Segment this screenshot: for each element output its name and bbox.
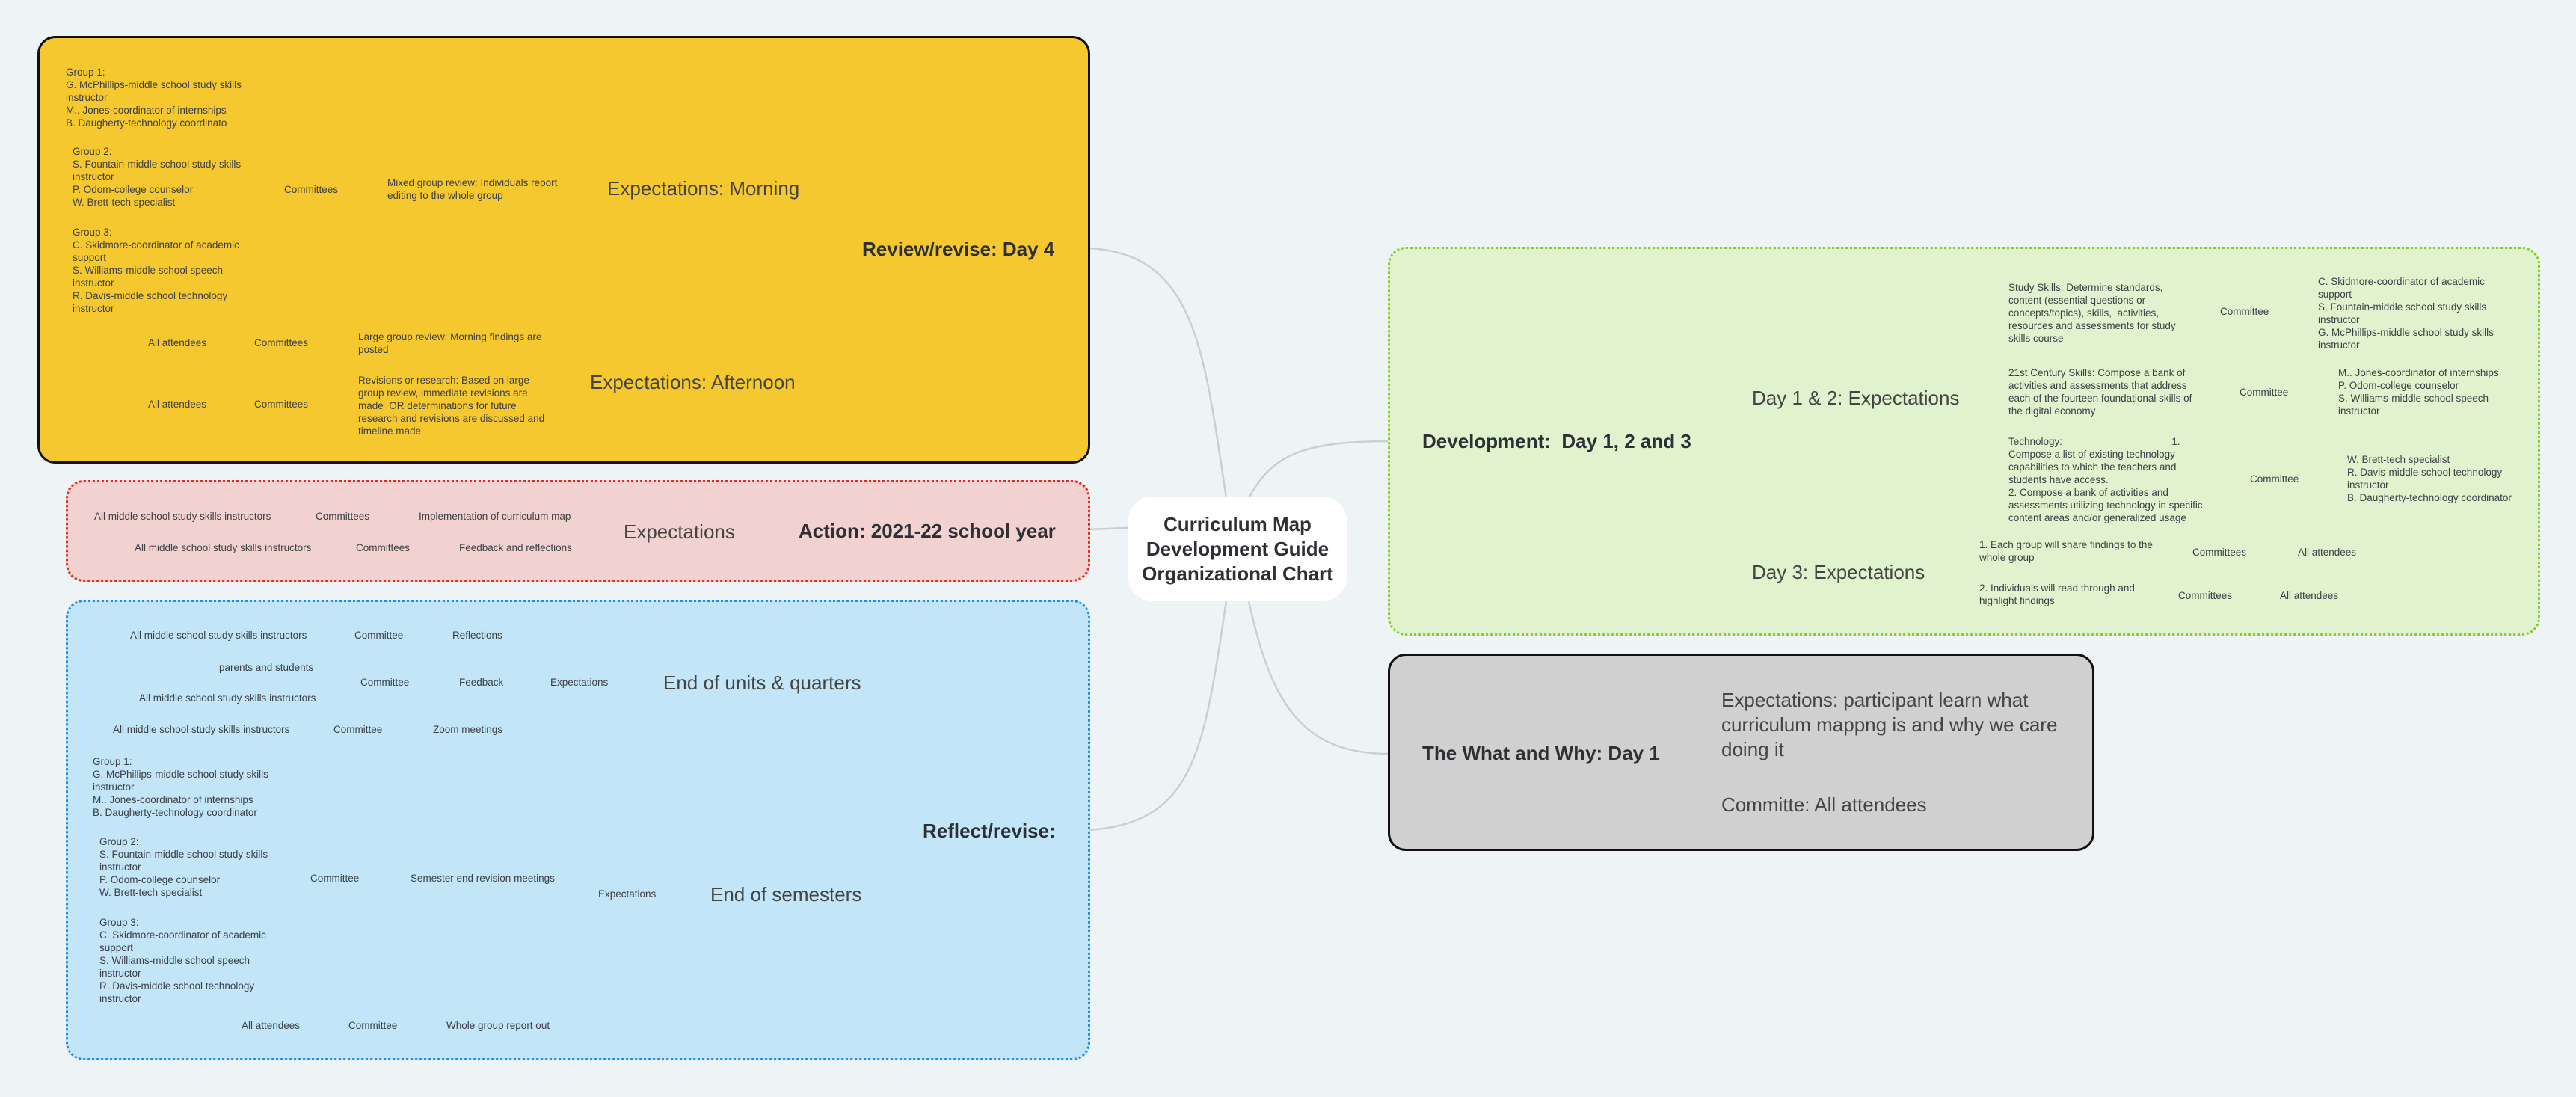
action-committees-1[interactable]: Committees: [316, 511, 370, 522]
day3-expectations[interactable]: Day 3: Expectations: [1752, 561, 1925, 583]
large-group-review[interactable]: Large group review: Morning findings are…: [358, 331, 542, 355]
implementation-of-curriculum-map[interactable]: Implementation of curriculum map: [419, 511, 571, 522]
dev-committees-2[interactable]: Committees: [2178, 590, 2233, 601]
what-why-title[interactable]: The What and Why: Day 1: [1422, 742, 1660, 764]
what-expectations[interactable]: Expectations: participant learn what cur…: [1721, 689, 2058, 760]
revisions-or-research[interactable]: Revisions or research: Based on large gr…: [358, 375, 545, 437]
expectations-afternoon[interactable]: Expectations: Afternoon: [590, 371, 796, 393]
action-instructors-1[interactable]: All middle school study skills instructo…: [94, 511, 271, 522]
end-of-semesters[interactable]: End of semesters: [710, 883, 862, 906]
review-committees-1[interactable]: Committees: [254, 337, 309, 348]
parents-and-students[interactable]: parents and students: [219, 662, 314, 673]
dev-committees-1[interactable]: Committees: [2192, 547, 2247, 558]
reflect-group-1[interactable]: Group 1: G. McPhillips-middle school stu…: [93, 756, 268, 818]
reflect-title[interactable]: Reflect/revise:: [923, 820, 1056, 842]
reflect-all-attendees[interactable]: All attendees: [242, 1020, 301, 1031]
reflect-committee-4[interactable]: Committee: [310, 873, 360, 884]
review-group-2[interactable]: Group 2: S. Fountain-middle school study…: [73, 146, 242, 208]
mixed-group-review[interactable]: Mixed group review: Individuals report e…: [387, 177, 558, 201]
whole-group-report-out[interactable]: Whole group report out: [446, 1020, 550, 1031]
central-topic[interactable]: Curriculum Map Development Guide Organiz…: [1128, 497, 1347, 601]
review-group-3[interactable]: Group 3: C. Skidmore-coordinator of acad…: [73, 227, 239, 314]
dev-committee-1[interactable]: Committee: [2220, 306, 2269, 317]
central-topic-label: Curriculum Map Development Guide Organiz…: [1142, 512, 1333, 585]
dev-team-2[interactable]: M.. Jones-coordinator of internships P. …: [2338, 367, 2499, 417]
reflect-group-3[interactable]: Group 3: C. Skidmore-coordinator of acad…: [99, 917, 266, 1004]
dev-team-1[interactable]: C. Skidmore-coordinator of academic supp…: [2318, 276, 2494, 351]
reflect-instructors-1[interactable]: All middle school study skills instructo…: [130, 630, 307, 641]
dev-team-3[interactable]: W. Brett-tech specialist R. Davis-middle…: [2347, 454, 2512, 503]
reflections[interactable]: Reflections: [452, 630, 502, 641]
share-findings[interactable]: 1. Each group will share findings to the…: [1979, 539, 2153, 563]
reflect-committee-1[interactable]: Committee: [354, 630, 404, 641]
review-all-attendees-2[interactable]: All attendees: [148, 399, 207, 410]
expectations-morning[interactable]: Expectations: Morning: [607, 177, 800, 200]
review-day4-panel: [37, 36, 1090, 464]
read-highlight[interactable]: 2. Individuals will read through and hig…: [1979, 583, 2135, 606]
feedback[interactable]: Feedback: [459, 677, 504, 688]
reflect-instructors-2[interactable]: All middle school study skills instructo…: [139, 692, 316, 704]
reflect-instructors-3[interactable]: All middle school study skills instructo…: [113, 724, 290, 735]
feedback-and-reflections[interactable]: Feedback and reflections: [459, 542, 572, 553]
what-committe[interactable]: Committe: All attendees: [1721, 793, 1927, 816]
dev-all-attendees-1[interactable]: All attendees: [2298, 547, 2357, 558]
review-group-1[interactable]: Group 1: G. McPhillips-middle school stu…: [66, 67, 242, 129]
action-expectations[interactable]: Expectations: [624, 520, 735, 543]
action-panel: [66, 480, 1090, 582]
dev-all-attendees-2[interactable]: All attendees: [2280, 590, 2339, 601]
zoom-meetings[interactable]: Zoom meetings: [433, 724, 503, 735]
day12-expectations[interactable]: Day 1 & 2: Expectations: [1752, 387, 1960, 409]
end-of-units-quarters[interactable]: End of units & quarters: [663, 672, 861, 694]
action-title[interactable]: Action: 2021-22 school year: [799, 520, 1056, 542]
reflect-group-2[interactable]: Group 2: S. Fountain-middle school study…: [99, 836, 268, 898]
technology[interactable]: Technology: 1. Compose a list of existin…: [2008, 436, 2203, 523]
reflect-expectations-1[interactable]: Expectations: [550, 677, 609, 688]
reflect-expectations-2[interactable]: Expectations: [598, 888, 657, 900]
action-instructors-2[interactable]: All middle school study skills instructo…: [135, 542, 312, 553]
reflect-committee-2[interactable]: Committee: [360, 677, 410, 688]
study-skills[interactable]: Study Skills: Determine standards, conte…: [2008, 282, 2176, 344]
dev-committee-3[interactable]: Committee: [2250, 473, 2299, 485]
review-committees[interactable]: Committees: [284, 184, 339, 195]
what-why-panel: [1388, 654, 2094, 851]
review-all-attendees-1[interactable]: All attendees: [148, 337, 207, 348]
reflect-panel: [66, 600, 1090, 1060]
review-committees-2[interactable]: Committees: [254, 399, 309, 410]
century-skills[interactable]: 21st Century Skills: Compose a bank of a…: [2008, 367, 2192, 417]
development-title[interactable]: Development: Day 1, 2 and 3: [1422, 430, 1691, 452]
dev-committee-2[interactable]: Committee: [2240, 387, 2289, 398]
reflect-committee-5[interactable]: Committee: [348, 1020, 398, 1031]
development-panel: [1388, 247, 2540, 636]
action-committees-2[interactable]: Committees: [356, 542, 411, 553]
semester-end-revision-meetings[interactable]: Semester end revision meetings: [411, 873, 555, 884]
review-day4-title[interactable]: Review/revise: Day 4: [862, 238, 1055, 260]
reflect-committee-3[interactable]: Committee: [333, 724, 383, 735]
